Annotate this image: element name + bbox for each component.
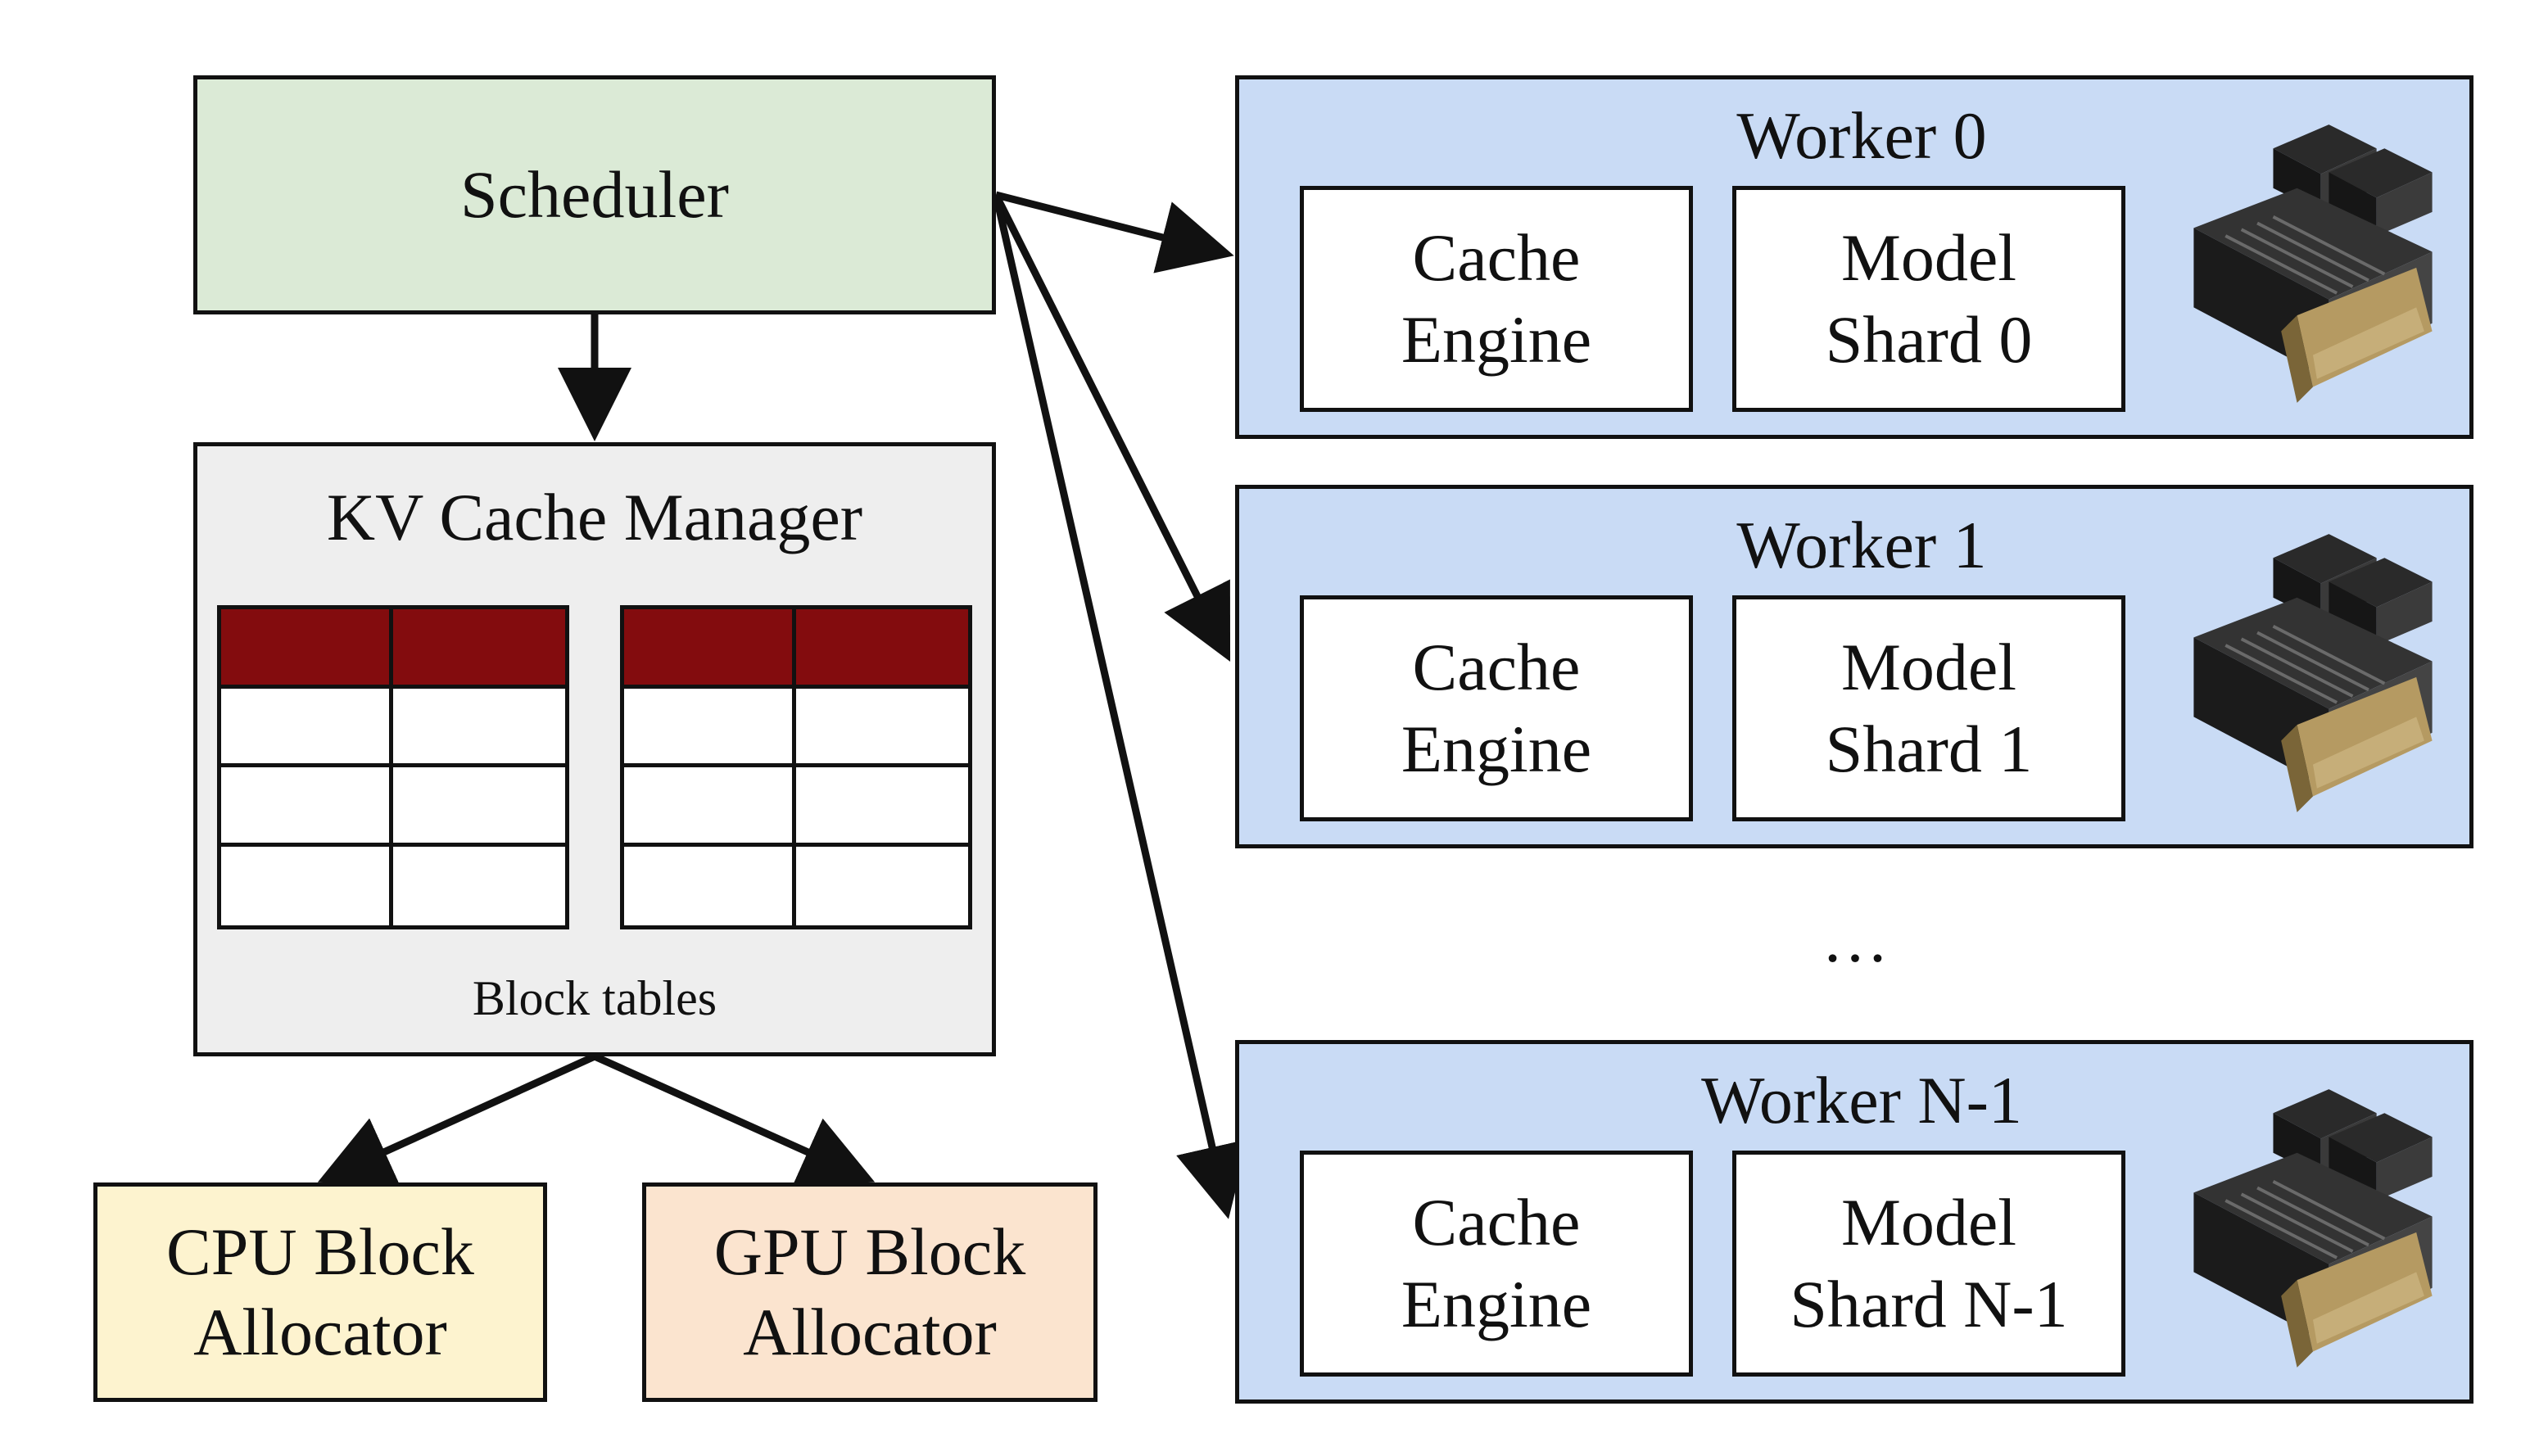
cache-engine-box: Cache Engine <box>1300 1151 1693 1377</box>
cache-engine-line1: Cache <box>1412 629 1581 704</box>
table-header-cell <box>393 609 565 689</box>
table-cell <box>221 767 393 847</box>
worker-title: Worker 0 <box>1736 98 1987 173</box>
block-table <box>217 605 569 929</box>
gpu-allocator-label-line1: GPU Block <box>713 1214 1026 1289</box>
arrow-scheduler-to-worker-0 <box>994 191 1234 274</box>
block-tables-label: Block tables <box>472 971 717 1025</box>
table-cell <box>393 846 565 925</box>
table-cell <box>624 767 796 847</box>
table-cell <box>796 688 968 767</box>
table-header-cell <box>796 609 968 689</box>
model-shard-line1: Model <box>1840 1184 2017 1259</box>
cpu-allocator-label-line1: CPU Block <box>166 1214 474 1289</box>
model-shard-line2: Shard 1 <box>1825 712 2033 786</box>
more-workers-ellipsis: … <box>1822 902 1889 976</box>
cache-engine-box: Cache Engine <box>1300 186 1693 412</box>
table-cell <box>393 767 565 847</box>
worker-n-minus-1-box: Worker N-1 Cache Engine Model Shard N-1 <box>1235 1040 2473 1404</box>
cache-engine-line2: Engine <box>1401 1267 1592 1341</box>
arrow-kv-to-gpu-allocator <box>593 1052 876 1186</box>
gpu-card-icon <box>2192 532 2434 814</box>
model-shard-line2: Shard 0 <box>1825 302 2033 377</box>
table-cell <box>624 846 796 925</box>
worker-title: Worker 1 <box>1736 508 1987 582</box>
cache-engine-box: Cache Engine <box>1300 595 1693 821</box>
model-shard-line1: Model <box>1840 629 2017 704</box>
gpu-card-icon <box>2192 1087 2434 1369</box>
gpu-card-icon <box>2192 123 2434 405</box>
table-header-cell <box>221 609 393 689</box>
gpu-block-allocator-box: GPU Block Allocator <box>642 1182 1098 1402</box>
cpu-allocator-label-line2: Allocator <box>193 1295 447 1369</box>
model-shard-box: Model Shard N-1 <box>1732 1151 2125 1377</box>
table-header-cell <box>624 609 796 689</box>
model-shard-box: Model Shard 1 <box>1732 595 2125 821</box>
cache-engine-line1: Cache <box>1412 1184 1581 1259</box>
kv-cache-manager-title: KV Cache Manager <box>326 480 863 554</box>
arrow-scheduler-to-worker-1 <box>992 192 1231 662</box>
arrow-scheduler-to-worker-n1 <box>992 194 1248 1219</box>
table-cell <box>221 846 393 925</box>
cache-engine-line2: Engine <box>1401 302 1592 377</box>
table-cell <box>221 688 393 767</box>
worker-title: Worker N-1 <box>1701 1063 2022 1137</box>
arrow-kv-to-cpu-allocator <box>317 1052 596 1186</box>
table-cell <box>393 688 565 767</box>
cpu-block-allocator-box: CPU Block Allocator <box>93 1182 547 1402</box>
model-shard-box: Model Shard 0 <box>1732 186 2125 412</box>
gpu-allocator-label-line2: Allocator <box>743 1295 997 1369</box>
model-shard-line1: Model <box>1840 219 2017 295</box>
scheduler-label: Scheduler <box>460 157 729 232</box>
worker-1-box: Worker 1 Cache Engine Model Shard 1 <box>1235 485 2473 848</box>
worker-0-box: Worker 0 Cache Engine Model Shard 0 <box>1235 75 2473 439</box>
table-cell <box>796 767 968 847</box>
cache-engine-line1: Cache <box>1412 219 1581 295</box>
table-cell <box>624 688 796 767</box>
kv-cache-manager-box: KV Cache Manager Block tables <box>193 442 996 1056</box>
scheduler-box: Scheduler <box>193 75 996 314</box>
model-shard-line2: Shard N-1 <box>1790 1267 2068 1341</box>
block-table <box>620 605 972 929</box>
cache-engine-line2: Engine <box>1401 712 1592 786</box>
table-cell <box>796 846 968 925</box>
